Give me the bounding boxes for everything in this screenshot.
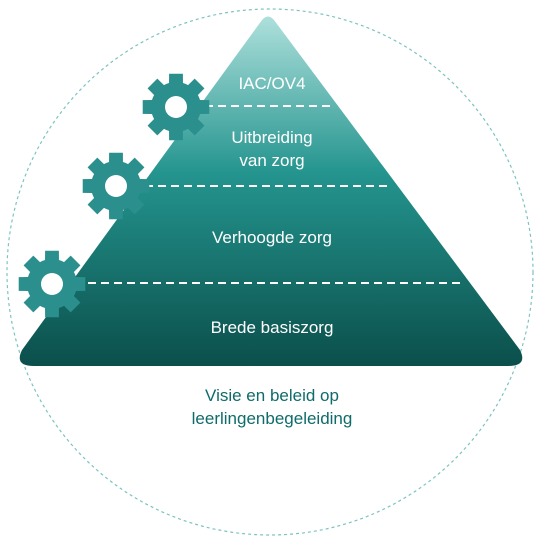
- tier-label-second: Uitbreiding: [231, 128, 312, 147]
- gear-icon: [18, 250, 86, 318]
- outer-dashed-circle: [6, 8, 534, 536]
- tier-label-top: IAC/OV4: [238, 74, 305, 93]
- tier-label-base: Brede basiszorg: [211, 318, 334, 337]
- gear-icon: [142, 73, 210, 141]
- caption-line-2: leerlingenbegeleiding: [192, 409, 353, 428]
- gear-hole: [41, 273, 63, 295]
- gear-icon: [82, 152, 150, 220]
- tier-label-third: Verhoogde zorg: [212, 228, 332, 247]
- tier-label-second-line2: van zorg: [239, 151, 304, 170]
- gear-hole: [165, 96, 187, 118]
- caption-line-1: Visie en beleid op: [205, 386, 339, 405]
- pyramid-shape: [19, 16, 523, 366]
- gear-hole: [105, 175, 127, 197]
